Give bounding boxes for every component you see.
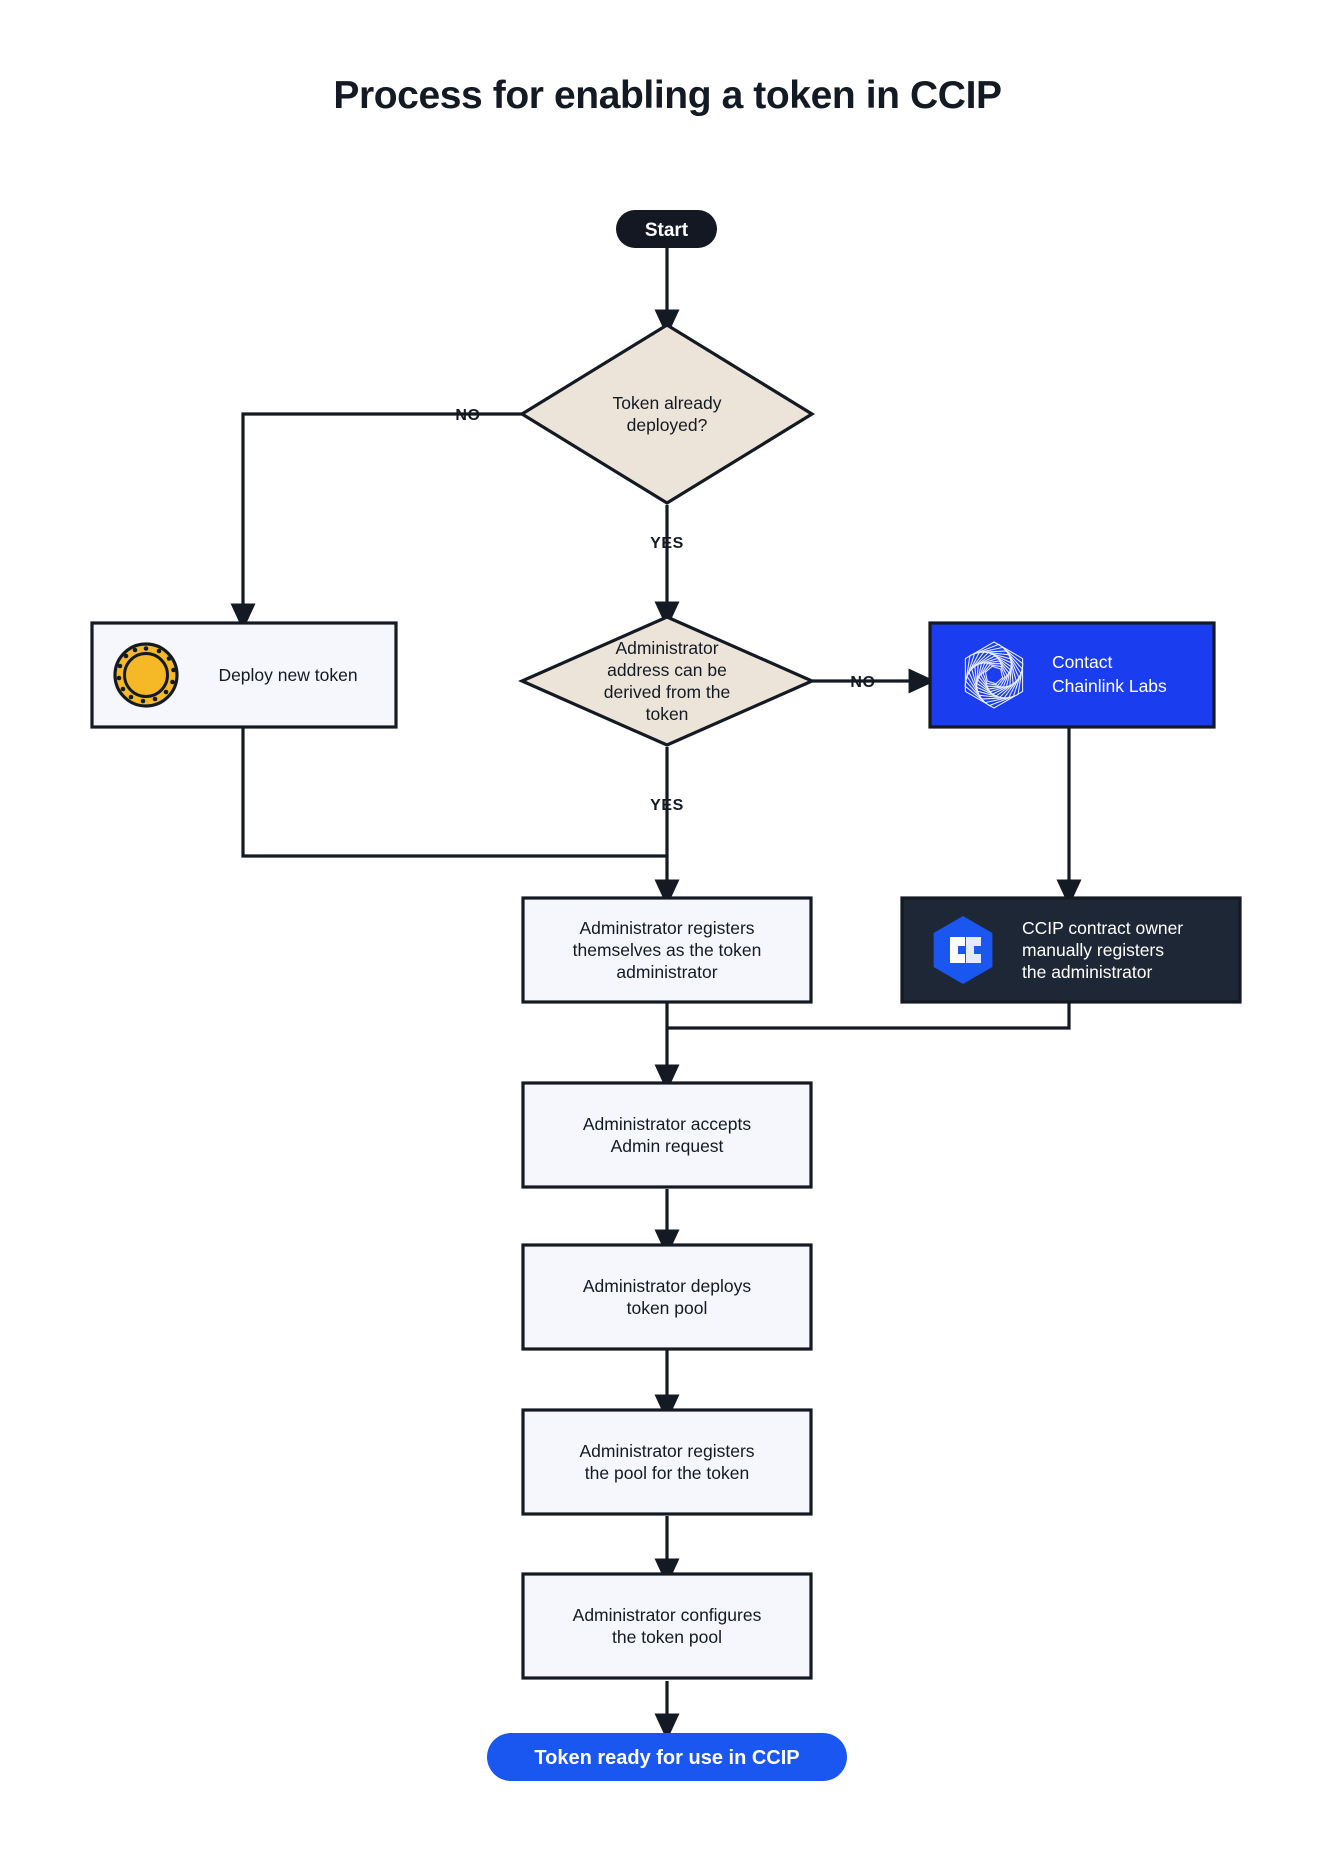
admin-accepts-line-2: Admin request <box>611 1136 724 1156</box>
contact-chainlink-labs-shape <box>928 621 1216 729</box>
admin-deploys-pool-shape <box>521 1243 813 1351</box>
node-admin-configures-pool[interactable]: Administrator configures the token pool <box>521 1572 813 1680</box>
admin-deploys-pool-line-2: token pool <box>627 1298 708 1318</box>
start-label: Start <box>645 220 689 241</box>
ccip-owner-registers-line-3: the administrator <box>1022 962 1153 982</box>
edge-label-admin-derivable-yes: YES <box>650 797 684 814</box>
edge-deploy-to-trunk <box>241 727 667 858</box>
node-end[interactable]: Token ready for use in CCIP <box>487 1733 847 1781</box>
gold-coin-icon <box>113 642 179 708</box>
edge-token-deployed-no-to-deploy <box>230 412 523 631</box>
admin-configures-pool-line-1: Administrator configures <box>573 1605 762 1625</box>
decision-admin-derivable-line-2: address can be <box>607 660 727 680</box>
node-deploy-new-token[interactable]: Deploy new token <box>90 621 398 729</box>
page-title: Process for enabling a token in CCIP <box>333 74 1002 117</box>
node-contact-chainlink-labs[interactable]: Contact Chainlink Labs <box>928 621 1216 729</box>
node-admin-accepts[interactable]: Administrator accepts Admin request <box>521 1081 813 1189</box>
admin-self-register-line-3: administrator <box>616 962 717 982</box>
decision-admin-derivable-line-3: derived from the <box>604 682 730 702</box>
start-pill-shape <box>616 210 717 248</box>
admin-deploys-pool-line-1: Administrator deploys <box>583 1276 752 1296</box>
admin-registers-pool-line-1: Administrator registers <box>579 1441 754 1461</box>
admin-registers-pool-line-2: the pool for the token <box>585 1463 749 1483</box>
chainlink-labs-icon <box>964 641 1024 709</box>
admin-accepts-shape <box>521 1081 813 1189</box>
admin-self-register-shape <box>521 896 813 1004</box>
decision-admin-derivable-shape <box>518 615 816 747</box>
end-label: Token ready for use in CCIP <box>534 1747 799 1769</box>
contact-chainlink-labs-line-1: Contact <box>1052 652 1112 672</box>
admin-self-register-line-2: themselves as the token <box>573 940 762 960</box>
admin-registers-pool-shape <box>521 1408 813 1516</box>
node-admin-self-register[interactable]: Administrator registers themselves as th… <box>521 896 813 1004</box>
admin-configures-pool-shape <box>521 1572 813 1680</box>
contact-chainlink-labs-line-2: Chainlink Labs <box>1052 676 1167 696</box>
deploy-new-token-label: Deploy new token <box>218 665 357 685</box>
decision-admin-derivable-line-4: token <box>646 704 689 724</box>
admin-self-register-line-1: Administrator registers <box>579 918 754 938</box>
edge-ccip-owner-to-trunk <box>667 1002 1071 1030</box>
admin-configures-pool-line-2: the token pool <box>612 1627 722 1647</box>
decision-admin-derivable-line-1: Administrator <box>615 638 718 658</box>
ccip-owner-registers-line-1: CCIP contract owner <box>1022 918 1183 938</box>
edge-label-token-deployed-yes: YES <box>650 535 684 552</box>
node-decision-admin-derivable[interactable]: Administrator address can be derived fro… <box>518 615 816 747</box>
end-pill-shape <box>487 1733 847 1781</box>
node-start[interactable]: Start <box>616 210 717 248</box>
admin-accepts-line-1: Administrator accepts <box>583 1114 752 1134</box>
edge-label-admin-derivable-no: NO <box>850 674 875 691</box>
decision-token-deployed-line-1: Token already <box>613 393 722 413</box>
ccip-owner-registers-line-2: manually registers <box>1022 940 1164 960</box>
edge-label-token-deployed-no: NO <box>455 407 480 424</box>
node-admin-registers-pool[interactable]: Administrator registers the pool for the… <box>521 1408 813 1516</box>
decision-token-deployed-line-2: deployed? <box>627 415 708 435</box>
node-decision-token-deployed[interactable]: Token already deployed? <box>518 323 816 505</box>
ccip-hexagon-icon <box>933 916 993 984</box>
decision-token-deployed-shape <box>518 323 816 505</box>
node-ccip-owner-registers[interactable]: CCIP contract owner manually registers t… <box>900 896 1242 1004</box>
connectors <box>230 246 1082 1741</box>
node-admin-deploys-pool[interactable]: Administrator deploys token pool <box>521 1243 813 1351</box>
